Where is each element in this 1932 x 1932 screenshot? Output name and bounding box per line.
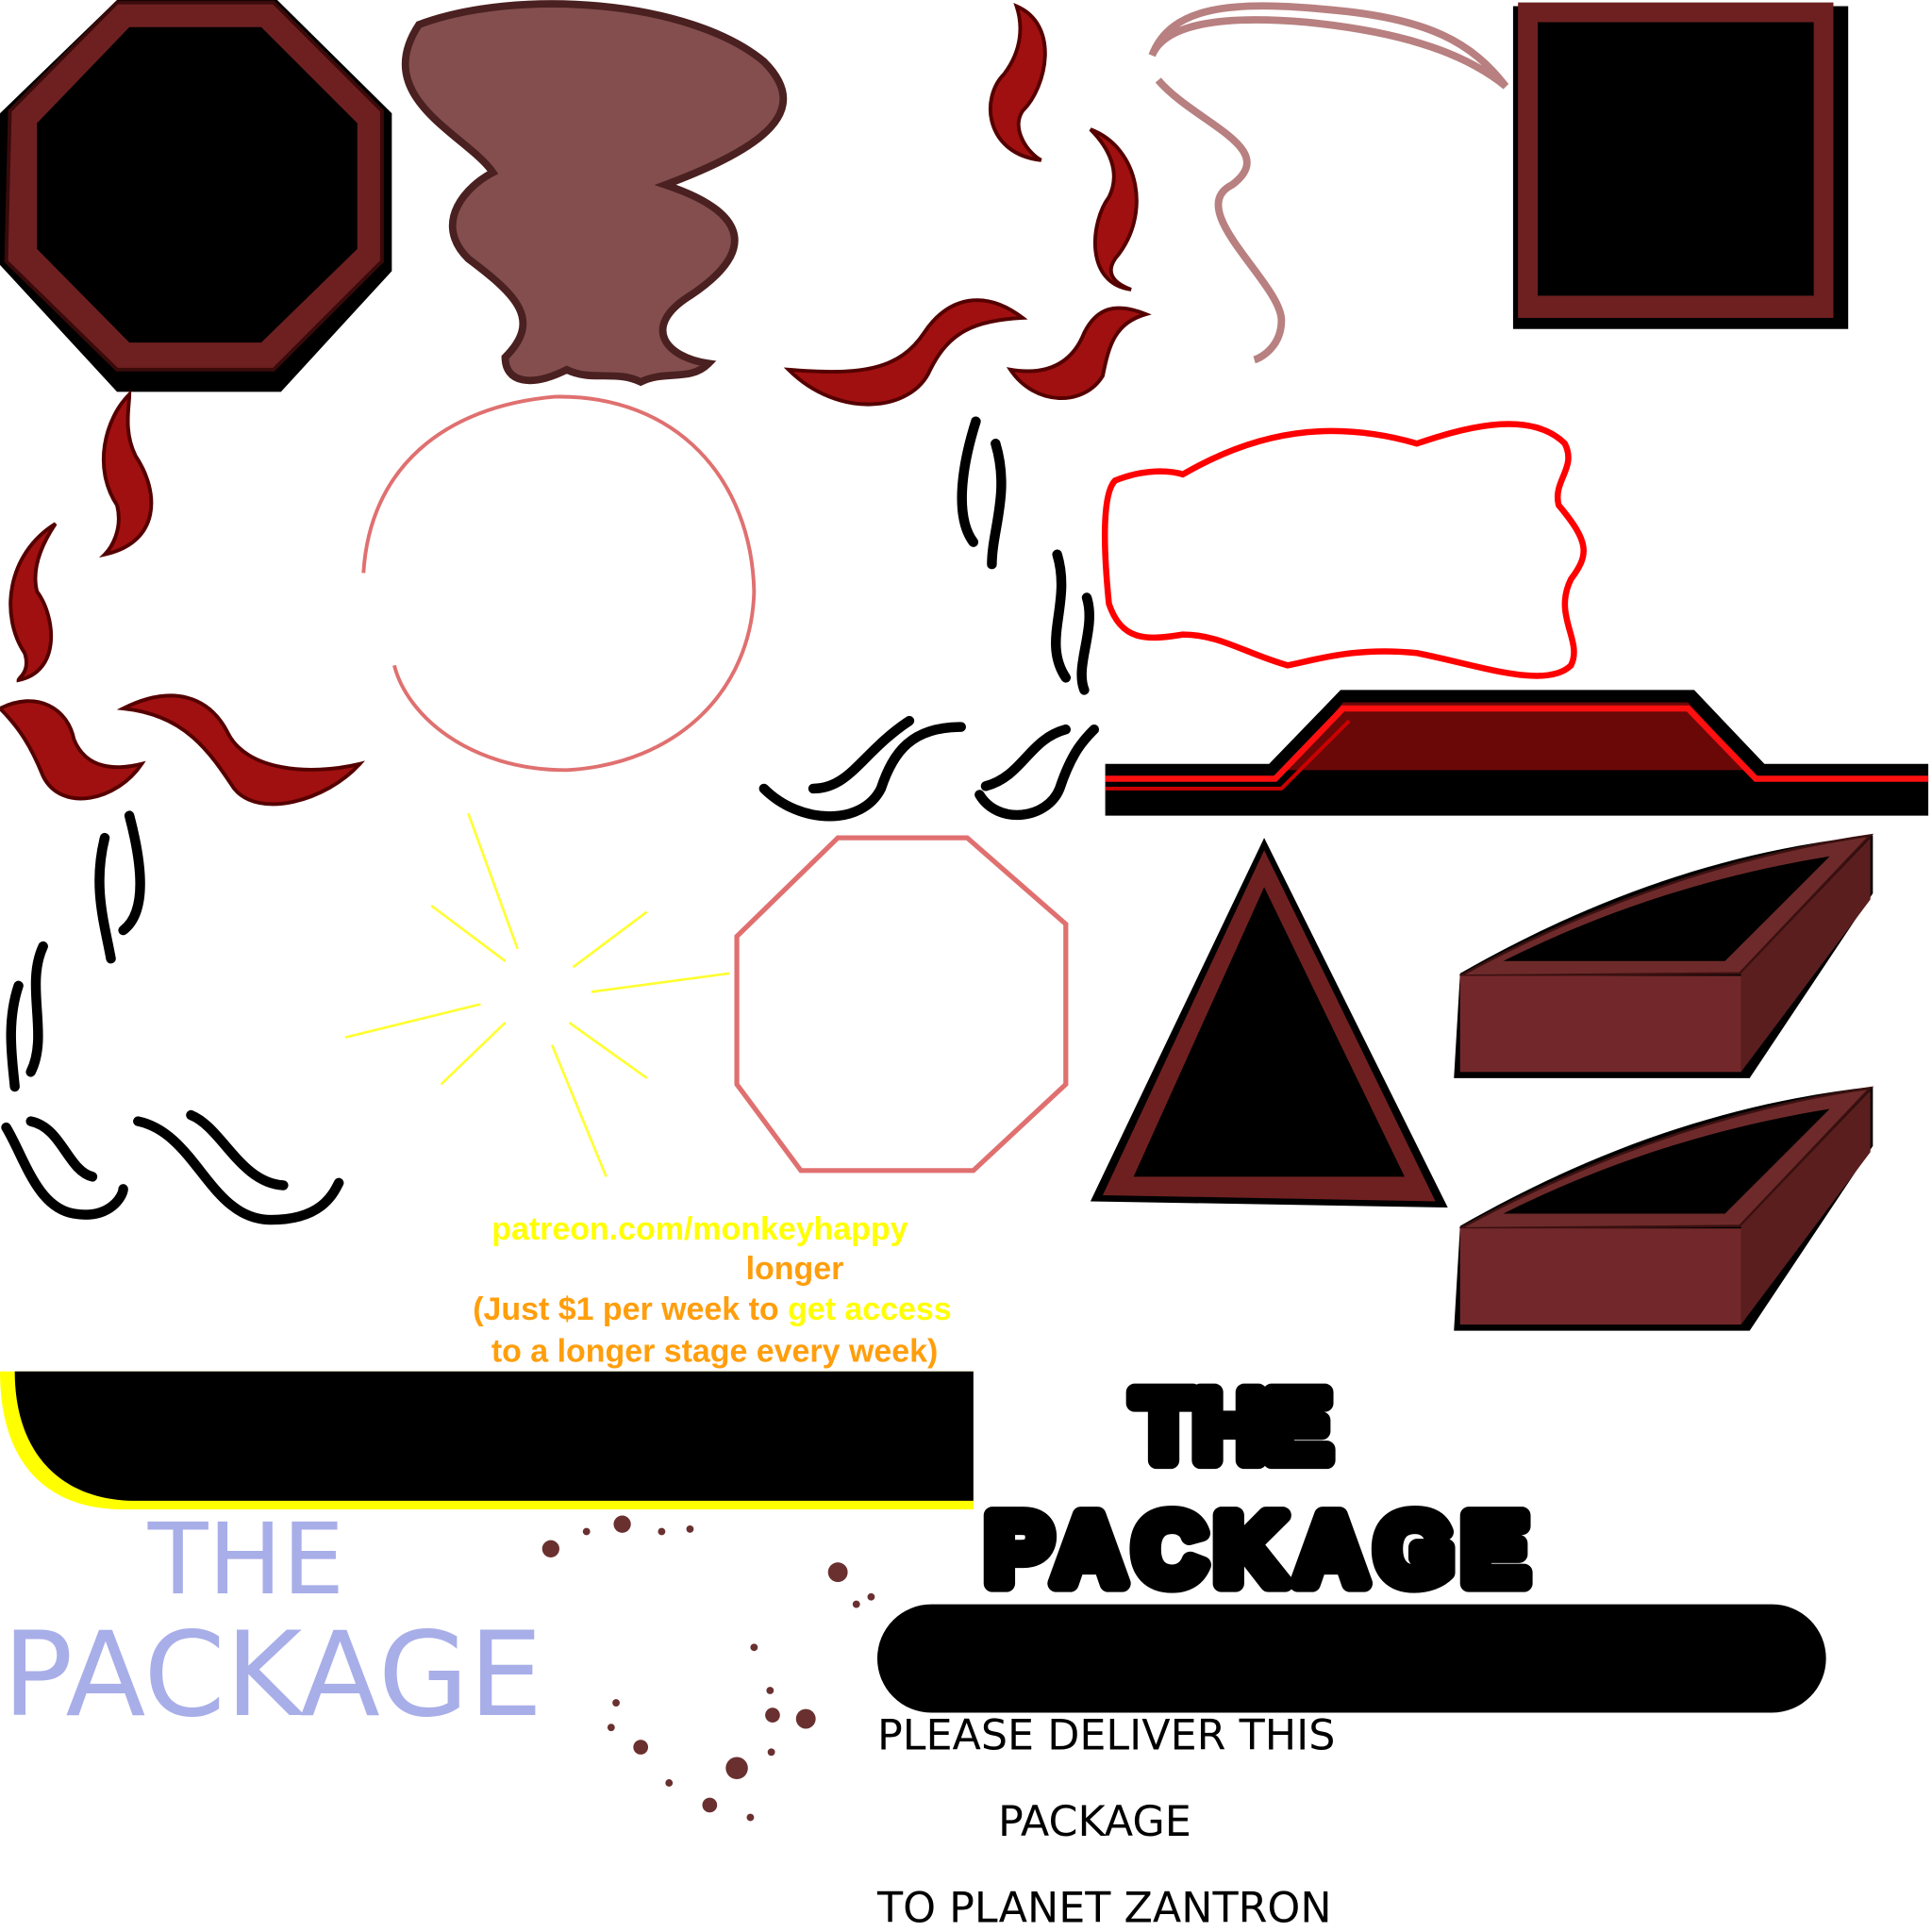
message-line-3: TO PLANET ZANTRON — [876, 1885, 1332, 1932]
promo-longer: longer — [746, 1251, 844, 1287]
title-black: THE PACKAGE — [977, 1363, 1537, 1614]
red-cloud-outline — [1101, 421, 1587, 679]
promo-text: patreon.com/monkeyhappy longer (Just $1 … — [473, 1211, 951, 1369]
brown-splat — [401, 0, 788, 387]
message-line-2: PACKAGE — [998, 1798, 1191, 1846]
ornate-platform — [1105, 690, 1929, 816]
title-black-the: THE — [1134, 1372, 1331, 1482]
open-box-2 — [1454, 1086, 1874, 1331]
red-flames — [0, 3, 1152, 807]
black-banner — [14, 1371, 974, 1501]
promo-offer-a: (Just $1 per week to — [473, 1291, 788, 1327]
title-blue: THE PACKAGE — [3, 1502, 543, 1743]
promo-offer-b: get access — [788, 1291, 952, 1327]
promo-offer: (Just $1 per week to get access — [473, 1291, 951, 1327]
open-box-1 — [1454, 833, 1874, 1078]
promo-link[interactable]: patreon.com/monkeyhappy — [491, 1211, 908, 1247]
pink-octagon-outline — [734, 835, 1069, 1174]
black-pill-bar — [876, 1604, 1826, 1713]
delivery-message: PLEASE DELIVER THIS PACKAGE TO PLANET ZA… — [876, 1712, 1335, 1932]
light-burst — [344, 812, 730, 1177]
pink-circle-outline — [361, 394, 757, 773]
title-blue-package: PACKAGE — [3, 1607, 543, 1743]
octagon-frame — [0, 0, 392, 392]
triangle-frame — [1090, 838, 1448, 1208]
message-line-1: PLEASE DELIVER THIS — [877, 1712, 1335, 1760]
promo-offer-2: to a longer stage every week) — [491, 1333, 938, 1369]
smoke-wisp — [1148, 2, 1509, 364]
title-blue-the: THE — [147, 1502, 344, 1617]
black-squiggles — [1, 416, 1100, 1225]
square-frame — [1512, 2, 1849, 329]
title-black-package: PACKAGE — [986, 1494, 1528, 1605]
brown-dots — [541, 1515, 875, 1822]
